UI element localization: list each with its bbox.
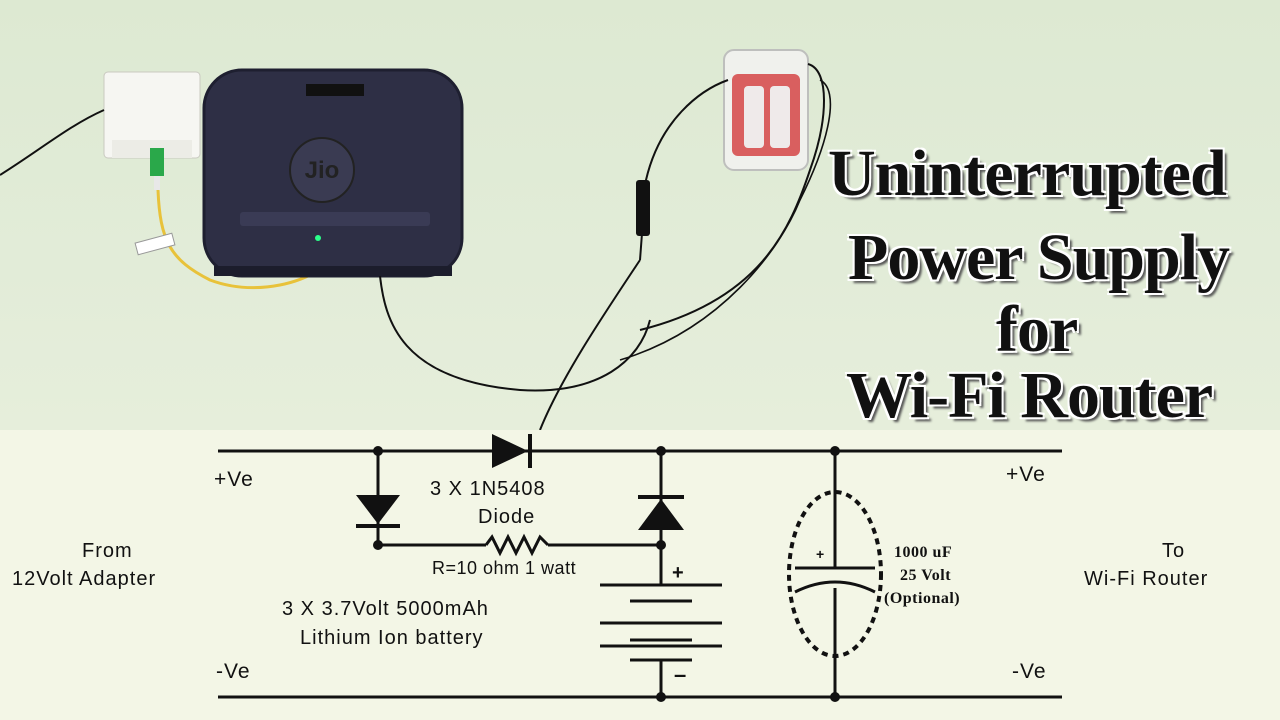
label-pos-right: +Ve [1006, 463, 1046, 486]
router-logo-badge [289, 137, 355, 203]
circuit-schematic: +Ve +Ve -Ve -Ve From 12Volt Adapter To W… [0, 430, 1280, 720]
title-line-1: Uninterrupted [828, 137, 1227, 210]
photo-illustration: Jio [0, 49, 832, 431]
diode-series [492, 434, 532, 468]
photo-area: Jio [0, 0, 1280, 431]
resistor-symbol [484, 533, 550, 557]
label-cap-3: (Optional) [884, 590, 961, 607]
label-to-1: To [1162, 540, 1186, 562]
label-neg-left: -Ve [216, 660, 251, 683]
title-line-3: for [996, 293, 1078, 366]
label-to-2: Wi-Fi Router [1084, 568, 1209, 590]
optional-marker-oval [787, 490, 883, 658]
battery-cable-2 [639, 63, 825, 331]
label-cap-2: 25 Volt [900, 567, 952, 584]
label-battery-minus: – [674, 662, 687, 687]
fiber-cable [156, 189, 311, 290]
router-status-led [315, 235, 321, 241]
adapter-cable [539, 259, 641, 431]
label-battery-2: Lithium Ion battery [300, 627, 484, 649]
router-power-cable [379, 275, 651, 392]
label-diode-2: Diode [478, 506, 536, 528]
label-resistor: R=10 ohm 1 watt [432, 558, 577, 578]
cap-plate-curved [794, 580, 876, 594]
cable-tag [134, 232, 176, 256]
title-line-2: Power Supply [848, 221, 1230, 294]
left-cable [0, 109, 105, 176]
label-diode-1: 3 X 1N5408 [430, 478, 546, 500]
title-line-4: Wi-Fi Router [846, 359, 1213, 432]
router-logo: Jio [305, 157, 340, 184]
label-from-1: From [82, 540, 133, 562]
label-battery-1: 3 X 3.7Volt 5000mAh [282, 598, 489, 620]
battery-cable-3 [619, 79, 832, 361]
dc-connector [636, 180, 650, 236]
label-cap-plus: + [816, 546, 825, 562]
label-neg-right: -Ve [1012, 660, 1047, 683]
diode-left [356, 495, 400, 528]
router-device: Jio [202, 68, 464, 278]
label-cap-1: 1000 uF [894, 544, 953, 561]
diode-right [638, 495, 684, 530]
battery-pack [723, 49, 809, 171]
junction-dots [373, 446, 840, 702]
fiber-terminal-box [103, 71, 201, 190]
label-from-2: 12Volt Adapter [12, 568, 157, 590]
label-pos-left: +Ve [214, 468, 254, 491]
battery-cable-1 [639, 79, 729, 261]
schematic-wiring [218, 434, 1062, 702]
label-battery-plus: + [672, 562, 684, 584]
